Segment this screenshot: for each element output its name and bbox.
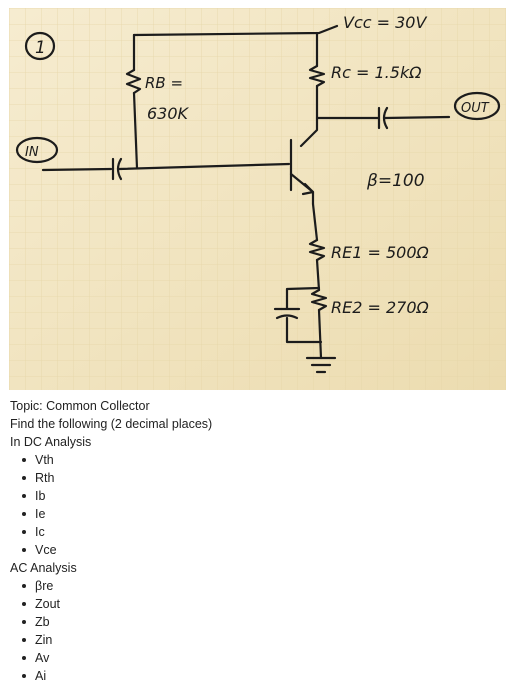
rc-label: Rc = 1.5kΩ	[331, 63, 422, 82]
dc-item-ie: Ie	[10, 505, 508, 523]
dc-heading: In DC Analysis	[10, 435, 92, 449]
re1-label: RE1 = 500Ω	[331, 243, 430, 262]
bypass-wire-top	[285, 286, 321, 310]
dc-list: Vth Rth Ib Ie Ic Vce	[10, 451, 508, 559]
dc-item-ib: Ib	[10, 487, 508, 505]
re1-resistor	[308, 238, 326, 262]
re2-resistor	[310, 288, 328, 312]
input-wire	[41, 167, 113, 172]
ac-heading: AC Analysis	[10, 561, 77, 575]
ac-item-zb: Zb	[10, 613, 508, 631]
output-label: OUT	[461, 101, 490, 116]
vcc-label: Vcc = 30V	[343, 13, 427, 32]
output-wire-right	[383, 115, 451, 120]
ac-item-av: Av	[10, 649, 508, 667]
ac-item-zout: Zout	[10, 595, 508, 613]
rb-resistor	[125, 68, 142, 95]
re-mid-wire	[315, 258, 321, 292]
input-label: IN	[25, 145, 39, 160]
dc-item-vth: Vth	[10, 451, 508, 469]
bypass-wire-bottom	[285, 316, 323, 344]
topic-line: Topic: Common Collector	[10, 399, 150, 413]
circuit-photo: 1 Vcc = 30V RB = 630K Rc = 1.5kΩ OUT IN …	[9, 8, 506, 390]
graph-grid	[9, 8, 506, 390]
dc-item-vce: Vce	[10, 541, 508, 559]
collector-wire	[299, 84, 319, 148]
re2-label: RE2 = 270Ω	[331, 298, 430, 317]
rb-name-label: RB =	[145, 74, 183, 92]
problem-text: Topic: Common Collector Find the followi…	[10, 397, 508, 685]
beta-label: β=100	[366, 171, 425, 191]
emitter-arrow	[301, 182, 315, 196]
base-wire	[117, 162, 291, 171]
ac-list: βre Zout Zb Zin Av Ai	[10, 577, 508, 685]
top-rail-wire	[132, 24, 339, 37]
ac-item-ai: Ai	[10, 667, 508, 685]
input-terminal	[15, 136, 59, 164]
dc-item-ic: Ic	[10, 523, 508, 541]
dc-item-rth: Rth	[10, 469, 508, 487]
circuit-drawing: 1 Vcc = 30V RB = 630K Rc = 1.5kΩ OUT IN …	[9, 8, 506, 390]
ac-item-beta-re: βre	[10, 577, 508, 595]
ground-wire	[317, 308, 323, 360]
output-terminal	[453, 91, 501, 121]
rb-value-label: 630K	[147, 104, 190, 123]
emitter-wire	[311, 202, 319, 242]
ac-item-zin: Zin	[10, 631, 508, 649]
rc-resistor	[308, 64, 326, 88]
rb-lower-wire	[132, 91, 139, 170]
ground-symbol	[305, 356, 337, 374]
instruction-line: Find the following (2 decimal places)	[10, 417, 213, 431]
bypass-capacitor	[273, 307, 301, 320]
corner-circle	[24, 31, 56, 61]
corner-mark: 1	[35, 38, 46, 58]
